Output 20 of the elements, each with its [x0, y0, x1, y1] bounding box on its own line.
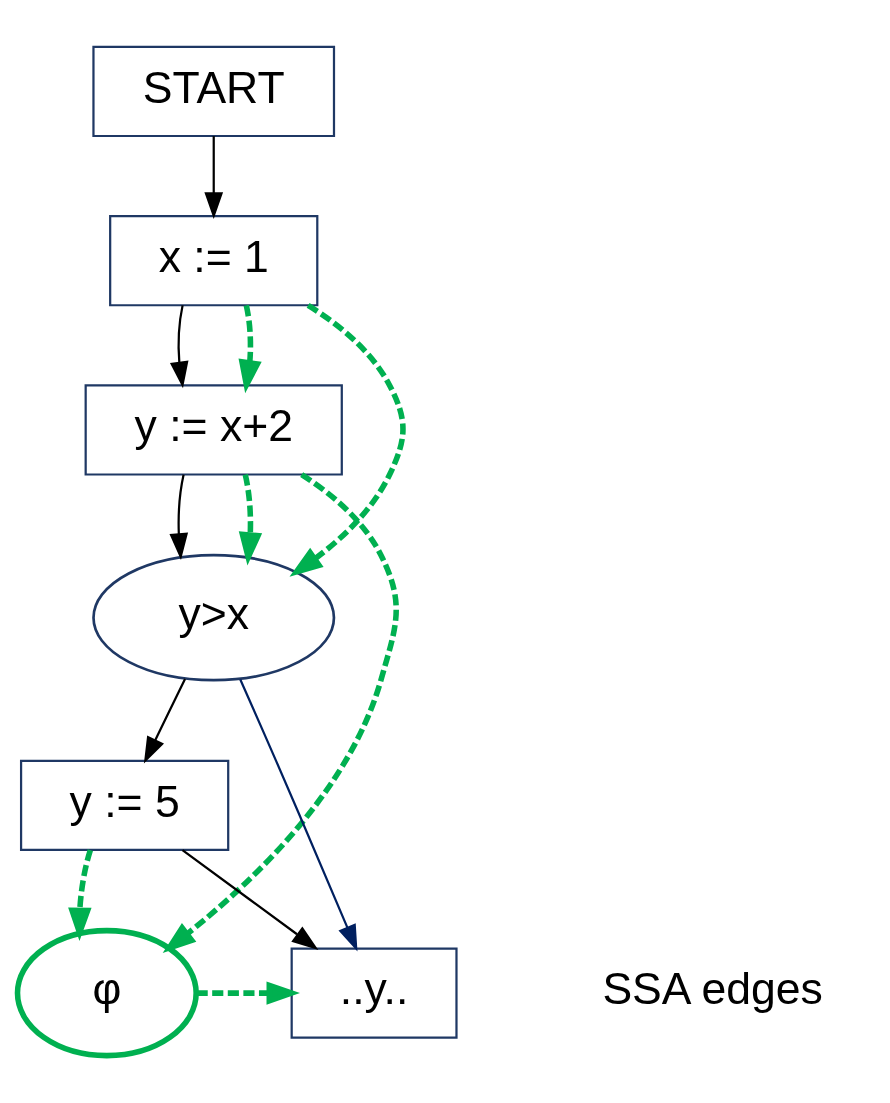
arrow	[196, 981, 300, 1005]
arrow	[238, 474, 263, 566]
arrow	[204, 136, 224, 219]
arrow	[238, 304, 262, 394]
node-box: ..y..	[290, 947, 458, 1039]
arrow	[68, 849, 93, 942]
arrow	[169, 474, 189, 560]
node-box: y := 5	[19, 759, 230, 852]
arrow	[289, 303, 406, 577]
node-box: y := x+2	[84, 384, 343, 476]
legend-label: SSA edges	[602, 964, 823, 1014]
node-box: START	[92, 45, 336, 138]
arrow	[162, 472, 399, 953]
node-ellipse: φ	[14, 927, 199, 1059]
node-box: x := 1	[109, 215, 319, 307]
arrow	[181, 849, 319, 950]
arrow	[169, 305, 189, 389]
arrow	[239, 679, 358, 952]
node-ellipse: y>x	[92, 553, 336, 682]
arrow	[143, 678, 187, 764]
